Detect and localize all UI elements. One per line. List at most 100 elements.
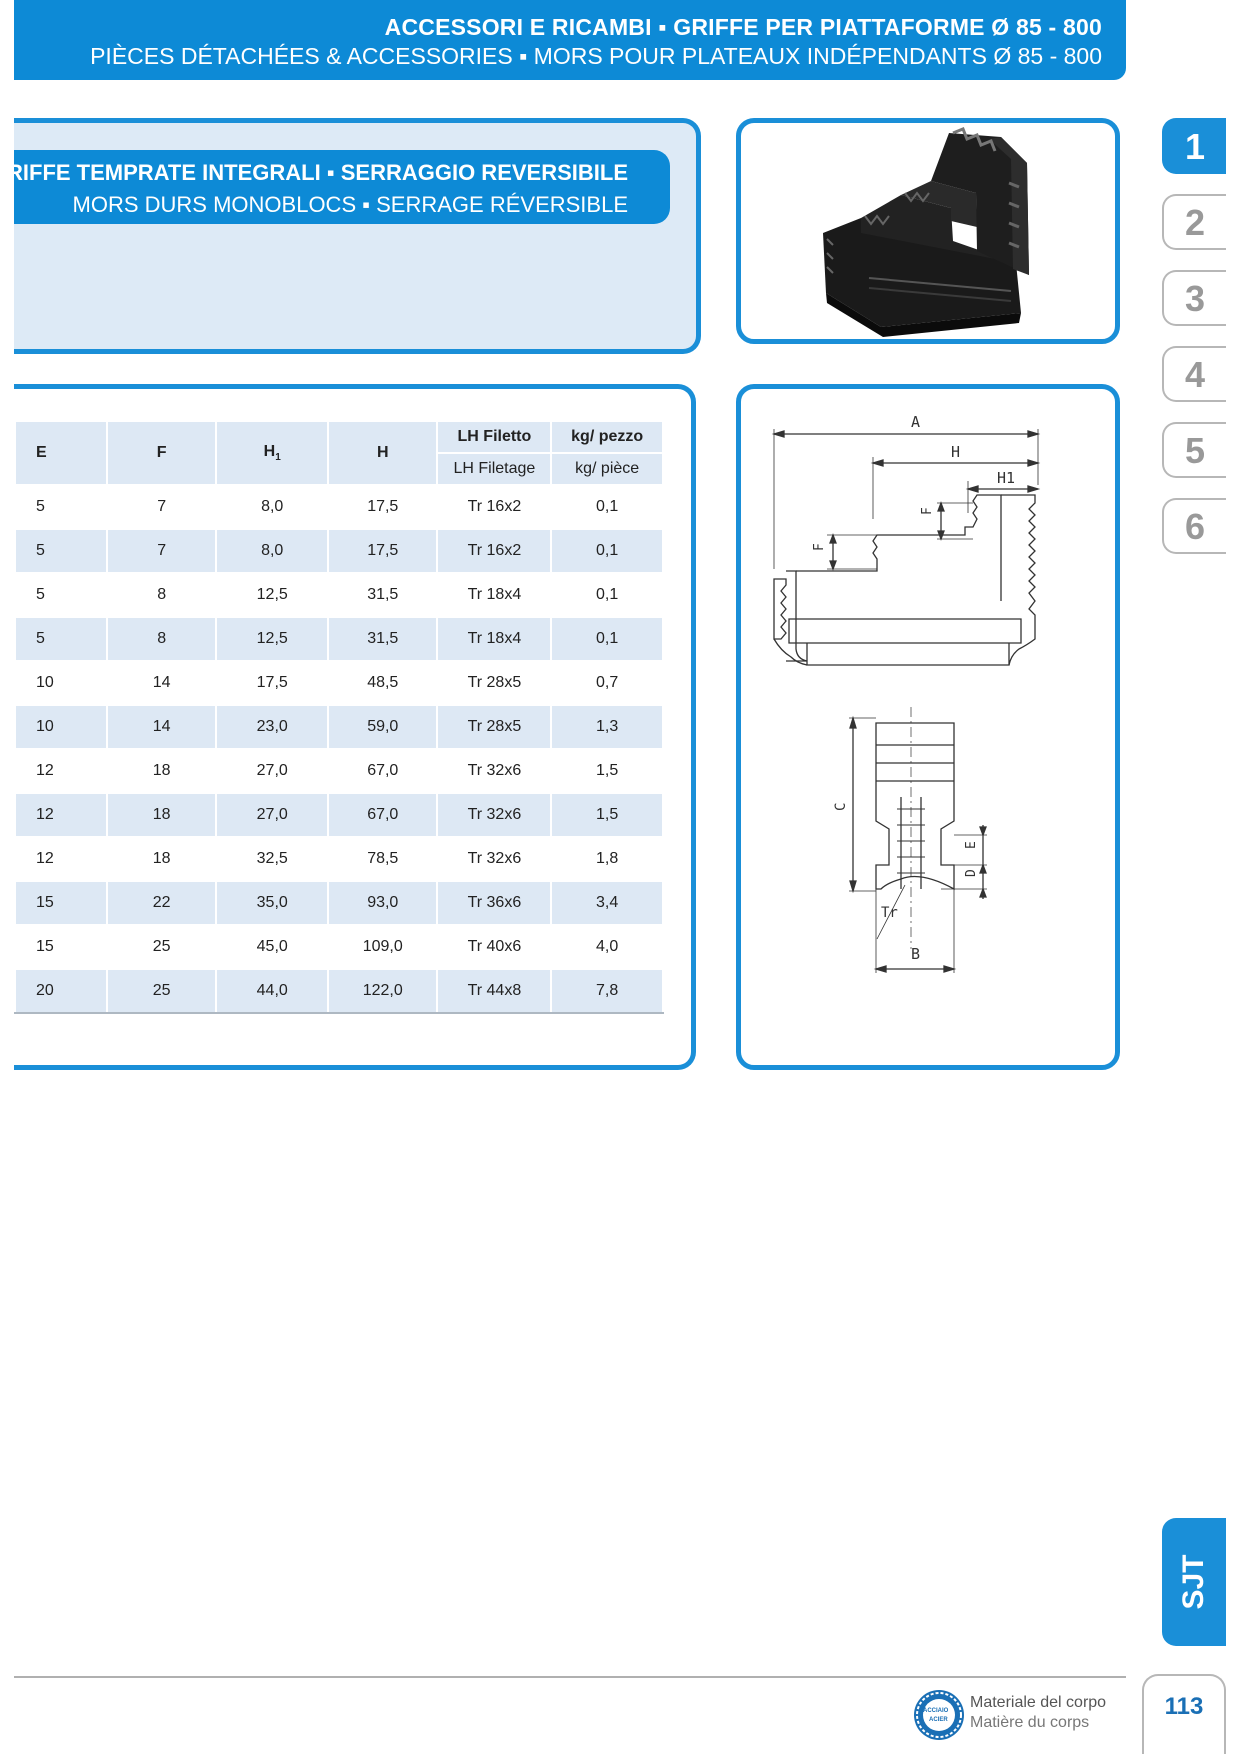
page-header: ACCESSORI E RICAMBI ▪ GRIFFE PER PIATTAF… [14,0,1126,80]
chapter-tab-3[interactable]: 3 [1162,270,1226,326]
cell-h: 17,5 [327,484,439,530]
cell-h1: 8,0 [215,528,330,574]
cell-h1: 32,5 [215,836,330,882]
dim-label-f-lower: F [812,543,827,551]
cell-h1: 44,0 [215,968,330,1014]
cell-f: 14 [105,660,218,706]
cell-f: 7 [105,484,218,530]
cell-thread: Tr 16x2 [436,484,553,530]
cell-thread: Tr 40x6 [436,924,553,970]
cell-f: 8 [105,616,218,662]
cell-h: 78,5 [327,836,439,882]
dim-label-c: C [833,803,849,811]
spec-table: E F H1 H LH Filetto kg/ pezzo LH Filetag… [14,420,664,1014]
cell-f: 7 [105,528,218,574]
cell-thread: Tr 18x4 [436,572,553,618]
cell-h: 31,5 [327,616,439,662]
logo-text-top: ACCIAIO [923,1708,949,1714]
cell-h1: 12,5 [215,572,330,618]
cell-e: 12 [14,836,108,882]
col-header-h1: H1 [215,420,330,486]
cell-kg: 0,1 [550,528,664,574]
cell-h1: 35,0 [215,880,330,926]
dim-label-b: B [911,945,920,963]
spec-table-panel: E F H1 H LH Filetto kg/ pezzo LH Filetag… [14,384,696,1070]
chapter-tab-6[interactable]: 6 [1162,498,1226,554]
col-header-h1-base: H [263,442,276,460]
cell-h: 59,0 [327,704,439,750]
gear-icon [914,1690,964,1740]
cell-h1: 45,0 [215,924,330,970]
material-label-fr: Matière du corps [970,1714,1090,1731]
col-header-h1-sub: 1 [275,452,281,464]
jaw-product-image [823,127,1029,337]
chapter-tab-5[interactable]: 5 [1162,422,1226,478]
cell-f: 25 [105,968,218,1014]
cell-thread: Tr 32x6 [436,792,553,838]
cell-e: 5 [14,528,108,574]
dim-label-h: H [951,443,960,461]
cell-h1: 12,5 [215,616,330,662]
cell-e: 20 [14,968,108,1014]
section-title-it: RIFFE TEMPRATE INTEGRALI ▪ SERRAGGIO REV… [7,160,628,185]
cell-kg: 1,5 [550,792,664,838]
col-header-e: E [14,420,108,486]
cell-e: 15 [14,924,108,970]
cell-h: 31,5 [327,572,439,618]
dim-label-h1: H1 [997,469,1015,487]
cell-thread: Tr 16x2 [436,528,553,574]
col-header-thread-fr: LH Filetage [436,452,553,486]
cell-kg: 0,1 [550,616,664,662]
cell-e: 12 [14,792,108,838]
cell-thread: Tr 32x6 [436,836,553,882]
dim-label-a: A [911,413,920,431]
cell-kg: 7,8 [550,968,664,1014]
brand-tab-label: SJT [1177,1554,1210,1610]
cell-kg: 4,0 [550,924,664,970]
footer-divider [14,1676,1126,1678]
header-title-it: ACCESSORI E RICAMBI ▪ GRIFFE PER PIATTAF… [384,14,1102,40]
cell-f: 18 [105,836,218,882]
dim-label-e: E [964,841,979,849]
cell-e: 5 [14,484,108,530]
page-number: 113 [1142,1674,1226,1754]
cell-h: 48,5 [327,660,439,706]
chapter-tab-4[interactable]: 4 [1162,346,1226,402]
cell-e: 10 [14,704,108,750]
cell-e: 15 [14,880,108,926]
col-header-weight-it: kg/ pezzo [550,420,664,454]
cell-e: 12 [14,748,108,794]
cell-f: 14 [105,704,218,750]
material-logo: ACCIAIO ACIER [912,1688,966,1742]
material-label-it: Materiale del corpo [970,1694,1107,1711]
cell-kg: 3,4 [550,880,664,926]
cell-h1: 17,5 [215,660,330,706]
cell-kg: 1,3 [550,704,664,750]
chapter-tab-1[interactable]: 1 [1162,118,1226,174]
cell-h1: 27,0 [215,792,330,838]
brand-tab-sjt[interactable]: SJT [1162,1518,1226,1646]
technical-drawing-panel: A H H1 F F [736,384,1120,1070]
cell-kg: 1,8 [550,836,664,882]
cell-kg: 0,7 [550,660,664,706]
dim-label-f-upper: F [920,507,935,515]
cell-h: 93,0 [327,880,439,926]
chapter-tab-2[interactable]: 2 [1162,194,1226,250]
dim-label-tr: Tr [881,905,898,921]
cell-h1: 8,0 [215,484,330,530]
cell-e: 10 [14,660,108,706]
col-header-thread-it: LH Filetto [436,420,553,454]
cell-h1: 23,0 [215,704,330,750]
cell-e: 5 [14,616,108,662]
logo-text-bottom: ACIER [929,1717,948,1723]
header-title-fr: PIÈCES DÉTACHÉES & ACCESSORIES ▪ MORS PO… [90,43,1102,69]
cell-thread: Tr 36x6 [436,880,553,926]
